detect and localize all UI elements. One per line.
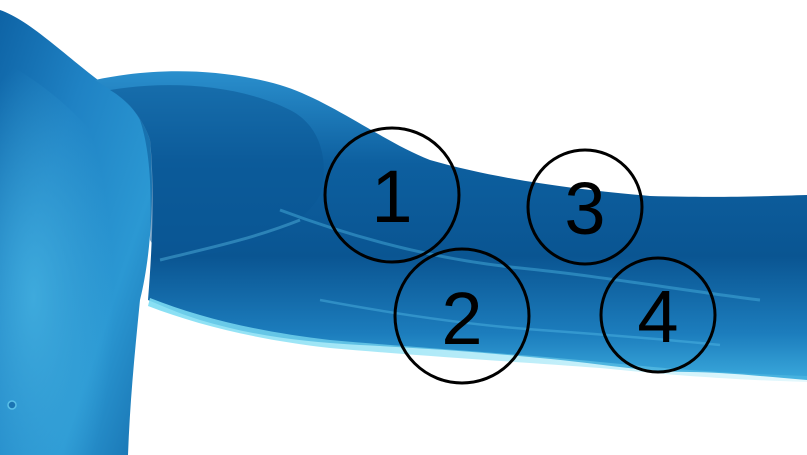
marker-circle <box>323 126 461 264</box>
marker-label: 1 <box>371 155 412 238</box>
arm-rim-highlight <box>148 298 807 382</box>
marker-label: 3 <box>564 167 605 250</box>
chest-highlight <box>0 60 134 455</box>
deltoid-shading <box>110 85 324 256</box>
marker-label: 4 <box>637 275 678 358</box>
marker-circle <box>599 256 717 374</box>
marker-4[interactable]: 4 <box>599 256 717 374</box>
marker-2[interactable]: 2 <box>393 247 531 385</box>
marker-circle <box>526 148 644 266</box>
muscle-ridge <box>159 218 301 262</box>
muscle-ridge <box>279 208 761 302</box>
muscle-ridge <box>319 298 721 347</box>
nipple-mark <box>7 400 17 410</box>
marker-circle <box>393 247 531 385</box>
marker-1[interactable]: 1 <box>323 126 461 264</box>
marker-label: 2 <box>441 277 482 360</box>
marker-3[interactable]: 3 <box>526 148 644 266</box>
